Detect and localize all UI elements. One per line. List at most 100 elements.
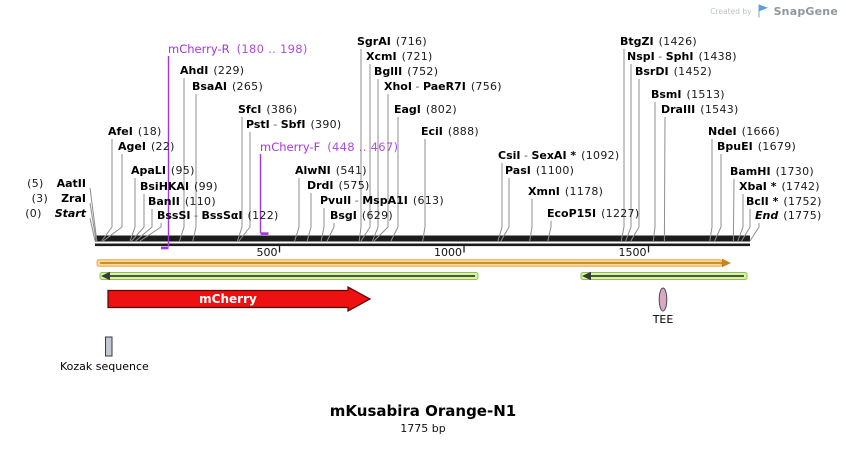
site-label-eagi[interactable]: EagI(802) xyxy=(394,103,457,116)
site-label-banii[interactable]: BanII(110) xyxy=(148,195,216,208)
site-label-afei[interactable]: AfeI(18) xyxy=(108,125,162,138)
leader-line-zrai xyxy=(89,202,97,242)
leader-line-bamhi xyxy=(732,178,735,242)
snapgene-brand-text: SnapGene xyxy=(773,4,838,18)
leader-line-psti-sbfi xyxy=(238,132,251,242)
site-label-csii-sexai[interactable]: CsiI - SexAI *(1092) xyxy=(498,149,620,162)
map-footer: mKusabira Orange-N1 1775 bp xyxy=(0,403,846,435)
site-label-xbai[interactable]: XbaI *(1742) xyxy=(739,180,820,193)
leader-line-nspi-sphi xyxy=(625,64,632,242)
kozak-feature-box[interactable] xyxy=(105,336,113,357)
site-label-end[interactable]: End(1775) xyxy=(755,209,822,222)
site-label-xcmi[interactable]: XcmI(721) xyxy=(366,50,433,63)
site-label-xhoi-paer7i[interactable]: XhoI - PaeR7I(756) xyxy=(384,80,502,93)
leader-line-xhoi-paer7i xyxy=(373,94,389,242)
leader-line-apali xyxy=(129,178,136,242)
primer-label-mcherry-f[interactable]: mCherry-F(448 .. 467) xyxy=(260,140,399,154)
leader-line-ecii xyxy=(422,139,426,242)
leader-line-xmni xyxy=(529,199,533,242)
site-label-start[interactable]: (0)Start xyxy=(25,207,86,220)
leader-line-drdi xyxy=(306,193,312,242)
site-label-agei[interactable]: AgeI(22) xyxy=(118,140,175,153)
site-label-apali[interactable]: ApaLI(95) xyxy=(131,164,195,177)
leader-line-bglii xyxy=(372,79,379,242)
site-label-bpuei[interactable]: BpuEI(1679) xyxy=(717,140,797,153)
site-label-bsssi-bsss-i[interactable]: BssSI - BssSαI(122) xyxy=(157,209,279,222)
feature-label-mcherry: mCherry xyxy=(199,291,257,306)
leader-line-alwni xyxy=(294,178,300,242)
site-label-bsaai[interactable]: BsaAI(265) xyxy=(192,80,264,93)
leader-line-sfci xyxy=(236,117,243,242)
leader-line-draiii xyxy=(663,116,666,242)
feature-label-kozak: Kozak sequence xyxy=(60,360,149,373)
site-label-xmni[interactable]: XmnI(1178) xyxy=(528,185,604,198)
site-label-bcli[interactable]: BclI *(1752) xyxy=(746,195,822,208)
site-label-alwni[interactable]: AlwNI(541) xyxy=(295,164,367,177)
created-by-text: Created by xyxy=(710,6,752,16)
ruler-label-500: 500 xyxy=(256,246,278,259)
site-label-ecii[interactable]: EciI(888) xyxy=(421,125,479,138)
leader-line-pasi xyxy=(500,178,510,242)
tee-feature-shape[interactable] xyxy=(658,287,668,312)
site-label-bsgi[interactable]: BsgI(629) xyxy=(330,209,393,222)
leader-line-ecop15i xyxy=(547,221,552,242)
ruler-bar xyxy=(95,243,750,247)
site-label-sgrai[interactable]: SgrAI(716) xyxy=(357,35,427,48)
site-label-psti-sbfi[interactable]: PstI - SbfI(390) xyxy=(246,118,342,131)
leader-line-ahdi xyxy=(179,78,185,242)
leader-line-bsgi xyxy=(326,223,335,242)
leader-line-bpuei xyxy=(714,154,722,242)
site-label-bsmi[interactable]: BsmI(1513) xyxy=(651,88,725,101)
leader-line-xbai xyxy=(737,194,744,242)
leader-line-bsaai xyxy=(192,94,197,242)
site-label-zrai[interactable]: (3)ZraI xyxy=(31,192,86,205)
site-label-bamhi[interactable]: BamHI(1730) xyxy=(730,165,814,178)
site-label-btgzi[interactable]: BtgZI(1426) xyxy=(620,35,697,48)
ruler-label-1000: 1000 xyxy=(434,246,462,259)
site-label-ndei[interactable]: NdeI(1666) xyxy=(708,125,781,138)
cds-arrow-mcherry[interactable] xyxy=(107,285,372,313)
leader-line-sgrai xyxy=(358,49,362,242)
leader-line-bsihkai xyxy=(131,194,145,242)
leader-line-afei xyxy=(101,139,113,242)
site-label-sfci[interactable]: SfcI(386) xyxy=(238,103,298,116)
snapgene-logo-icon xyxy=(757,4,768,18)
site-label-bsrdi[interactable]: BsrDI(1452) xyxy=(635,65,712,78)
site-label-draiii[interactable]: DraIII(1543) xyxy=(661,103,739,116)
leader-line-aatii xyxy=(89,187,98,242)
snapgene-credit: Created by SnapGene xyxy=(710,4,838,18)
sequence-bar xyxy=(95,235,750,242)
site-label-nspi-sphi[interactable]: NspI - SphI(1438) xyxy=(627,50,737,63)
sequence-length: 1775 bp xyxy=(400,422,446,435)
green-arrowhead-1 xyxy=(101,271,110,281)
site-label-ahdi[interactable]: AhdI(229) xyxy=(180,64,245,77)
leader-line-bsrdi xyxy=(630,79,640,242)
green-arrowhead-2 xyxy=(582,271,591,281)
leader-line-ndei xyxy=(709,139,713,242)
sequence-title: mKusabira Orange-N1 xyxy=(329,402,517,420)
leader-line-xcmi xyxy=(360,64,371,242)
feature-label-tee: TEE xyxy=(652,313,674,326)
site-label-pvuii-mspa1i[interactable]: PvuII - MspA1I(613) xyxy=(320,194,444,207)
leader-line-eagi xyxy=(390,117,399,242)
leader-line-bcli xyxy=(741,209,751,242)
site-label-bsihkai[interactable]: BsiHKAI(99) xyxy=(140,180,218,193)
ruler-label-1500: 1500 xyxy=(618,246,647,259)
site-label-ecop15i[interactable]: EcoP15I(1227) xyxy=(547,207,640,220)
backbone-arrowhead xyxy=(722,258,731,268)
primer-label-mcherry-r[interactable]: mCherry-R(180 .. 198) xyxy=(168,42,308,56)
leader-line-agei xyxy=(102,154,123,242)
site-label-drdi[interactable]: DrdI(575) xyxy=(307,179,370,192)
leader-line-btgzi xyxy=(620,49,625,242)
site-label-aatii[interactable]: (5)AatII xyxy=(27,177,86,190)
leader-line-pvuii-mspa1i xyxy=(320,208,325,242)
leader-line-bsssi-bsss-i xyxy=(139,223,162,242)
site-label-pasi[interactable]: PasI(1100) xyxy=(505,164,575,177)
leader-line-start xyxy=(89,217,96,242)
leader-line-banii xyxy=(135,209,153,242)
leader-line-csii-sexai xyxy=(497,163,503,242)
leader-line-end xyxy=(749,223,760,242)
site-label-bglii[interactable]: BglII(752) xyxy=(374,65,439,78)
